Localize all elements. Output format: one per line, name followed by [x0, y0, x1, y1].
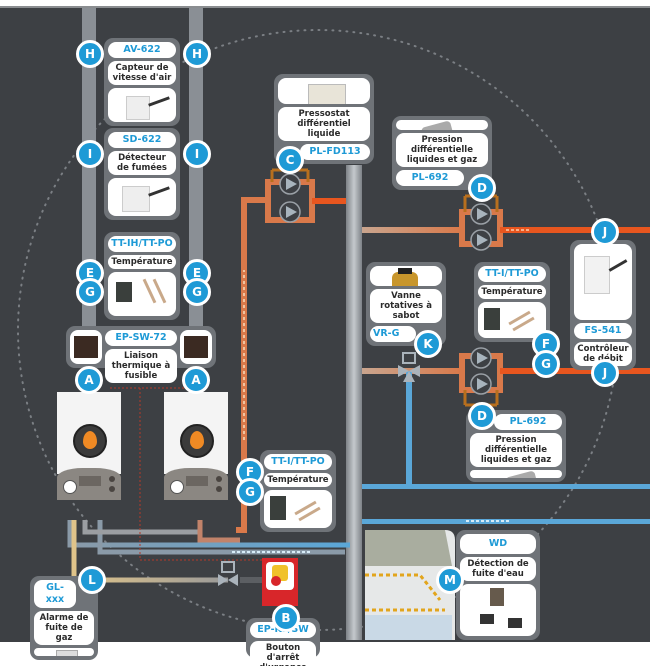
cold-pipe-1 — [362, 484, 650, 489]
fuse-link-image-left — [70, 330, 102, 364]
smoke-detector-image — [108, 178, 176, 216]
temperature-sensor-image — [108, 272, 176, 316]
heated-floor-illustration — [365, 530, 455, 640]
product-label: Pression différentielle liquides et gaz — [470, 433, 562, 467]
air-speed-sensor-image — [108, 88, 176, 122]
badge-d-top: D — [468, 174, 496, 202]
product-label: Vanne rotatives à sabot — [370, 289, 442, 323]
pump-d-2 — [470, 229, 492, 251]
temperature-sensor-image — [478, 302, 546, 338]
pipe-flow-upper — [500, 227, 650, 233]
emergency-wiring — [110, 387, 280, 561]
card-fs541[interactable]: FS-541 Contrôleur de débit — [570, 240, 636, 370]
pipe-flow-lower — [500, 368, 650, 374]
badge-a-right: A — [182, 366, 210, 394]
boiler-2 — [164, 388, 228, 500]
flame-icon — [180, 424, 214, 458]
badge-i-right: I — [183, 140, 211, 168]
badge-d-bottom: D — [468, 402, 496, 430]
product-label: Bouton d'arrêt d'urgence — [250, 641, 316, 666]
pipe-return-upper — [362, 227, 462, 233]
card-av622[interactable]: AV-622 Capteur de vitesse d'air — [104, 38, 180, 126]
product-code: TT-I/TT-PO — [478, 266, 546, 282]
card-ttih[interactable]: TT-IH/TT-PO Température — [104, 232, 180, 320]
differential-pressure-image — [396, 120, 488, 130]
product-code: PL-FD113 — [300, 144, 370, 160]
card-pl692-bottom[interactable]: PL-692 Pression différentielle liquides … — [466, 410, 566, 482]
rotary-valve-k — [398, 352, 420, 382]
pump-d-3 — [470, 347, 492, 369]
product-code: TT-IH/TT-PO — [108, 236, 176, 252]
temperature-sensor-image — [264, 490, 332, 528]
badge-g-left: G — [76, 278, 104, 306]
product-label: Capteur de vitesse d'air — [108, 61, 176, 85]
product-code: FS-541 — [574, 323, 632, 339]
product-code: GL-xxx — [34, 580, 76, 608]
product-label: Température — [264, 473, 332, 487]
card-pl692-top[interactable]: Pression différentielle liquides et gaz … — [392, 116, 492, 190]
card-tti-mid[interactable]: TT-I/TT-PO Température — [260, 450, 336, 532]
badge-j-top: J — [591, 218, 619, 246]
badge-j-bottom: J — [591, 359, 619, 387]
boiler-1 — [57, 388, 121, 500]
product-code: SD-622 — [108, 132, 176, 148]
product-label: Détecteur de fumées — [108, 151, 176, 175]
rotary-valve-image — [370, 266, 442, 286]
pressure-switch-image — [278, 78, 370, 104]
badge-b: B — [272, 604, 300, 632]
product-code: VR-G — [370, 326, 416, 342]
pump-c-1 — [279, 173, 301, 195]
emergency-button-image — [262, 558, 298, 606]
product-code: WD — [460, 534, 536, 554]
gas-valve — [218, 561, 238, 586]
gauge-icon — [170, 480, 184, 494]
product-code: TT-I/TT-PO — [264, 454, 332, 470]
gas-leak-alarm-image — [34, 648, 94, 656]
card-tti-right[interactable]: TT-I/TT-PO Température — [474, 262, 550, 342]
badge-a-left: A — [75, 366, 103, 394]
pump-c-2 — [279, 201, 301, 223]
product-code: PL-692 — [494, 414, 562, 430]
card-wd[interactable]: WD Détection de fuite d'eau — [456, 530, 540, 640]
card-epsw72[interactable]: EP-SW-72 Liaison thermique à fusible — [66, 326, 216, 383]
differential-pressure-image — [470, 470, 562, 478]
main-collector-column — [346, 165, 362, 640]
product-label: Pressostat différentiel liquide — [278, 107, 370, 141]
pump-d-1 — [470, 203, 492, 225]
product-label: Alarme de fuite de gaz — [34, 611, 94, 645]
product-code: AV-622 — [108, 42, 176, 58]
product-label: Pression différentielle liquides et gaz — [396, 133, 488, 167]
product-label: Liaison thermique à fusible — [105, 349, 177, 383]
product-label: Détection de fuite d'eau — [460, 557, 536, 581]
fuse-link-image-right — [180, 330, 212, 364]
badge-i-left: I — [76, 140, 104, 168]
badge-m: M — [436, 566, 464, 594]
boiler-return-pipes — [67, 520, 350, 548]
badge-g-right-2: G — [532, 350, 560, 378]
badge-h-left: H — [76, 40, 104, 68]
badge-l: L — [78, 566, 106, 594]
badge-c: C — [276, 146, 304, 174]
product-label: Température — [478, 285, 546, 299]
flame-icon — [73, 424, 107, 458]
product-label: Température — [108, 255, 176, 269]
badge-h-right: H — [183, 40, 211, 68]
badge-g-mid: G — [236, 478, 264, 506]
pump-d-4 — [470, 373, 492, 395]
badge-g-right: G — [183, 278, 211, 306]
water-leak-detector-image — [460, 584, 536, 636]
product-code: EP-SW-72 — [105, 330, 177, 346]
badge-k: K — [414, 330, 442, 358]
card-sd622[interactable]: SD-622 Détecteur de fumées — [104, 128, 180, 220]
gauge-icon — [63, 480, 77, 494]
product-code: PL-692 — [396, 170, 464, 186]
flow-controller-image — [574, 244, 632, 320]
